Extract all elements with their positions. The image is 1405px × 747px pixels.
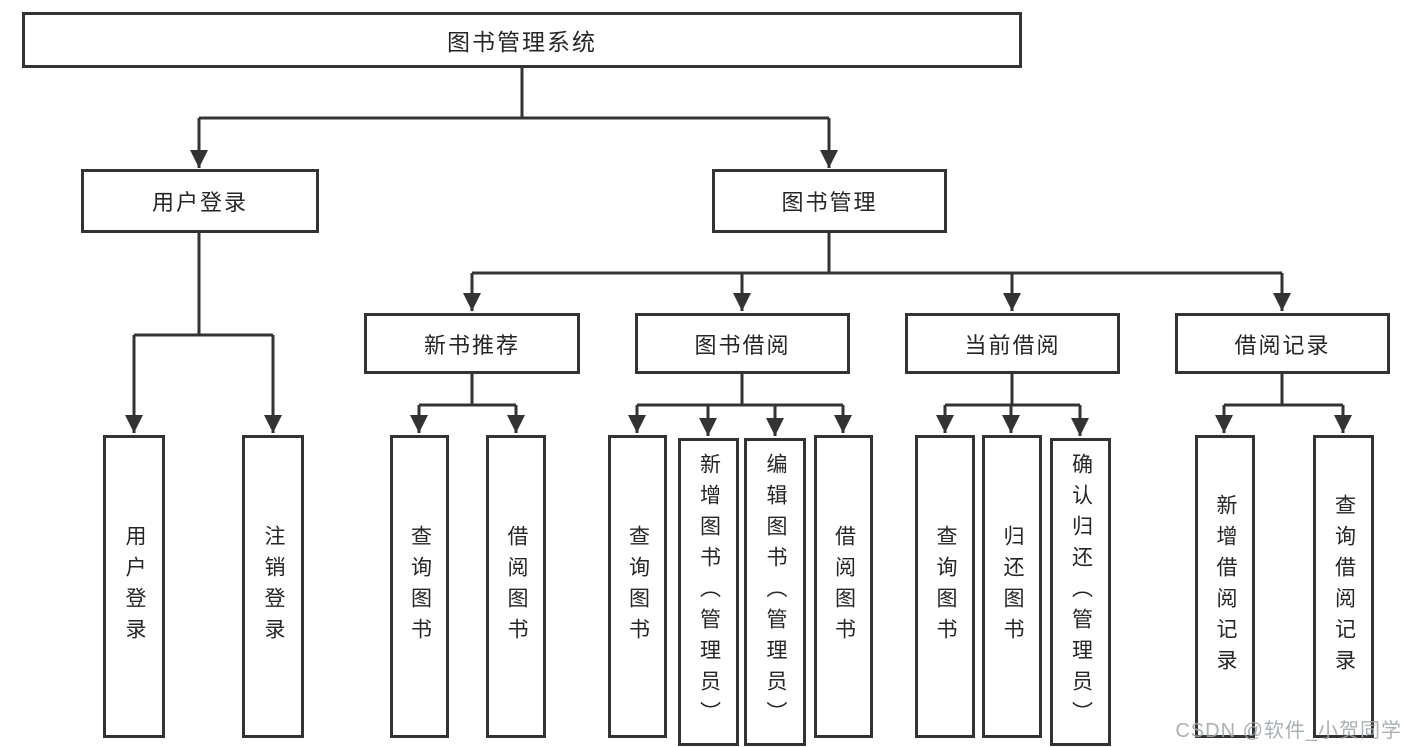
node-add-book-admin: 新增图书（管理员） [678,438,739,746]
node-label: 用户登录 [123,524,146,649]
node-label: 查询图书 [626,524,650,649]
node-label: 确认归还（管理员） [1069,452,1093,732]
node-logout: 注销登录 [242,435,304,738]
node-book-management: 图书管理 [712,169,947,233]
csdn-watermark: CSDN @软件_小贺同学 [1175,720,1402,742]
node-label: 借阅图书 [505,524,528,649]
node-borrowing-records: 借阅记录 [1175,313,1390,374]
node-add-borrow-record: 新增借阅记录 [1195,435,1255,738]
node-user-login-action: 用户登录 [103,435,165,738]
node-label: 查询图书 [934,524,957,649]
node-borrow-books-recommend: 借阅图书 [486,435,546,738]
node-label: 归还图书 [1001,524,1024,649]
node-label: 新增图书（管理员） [697,452,721,732]
node-label: 注销登录 [262,524,285,649]
node-new-book-recommend: 新书推荐 [364,313,580,374]
node-label: 查询图书 [408,524,432,649]
node-borrow-books-borrowing: 借阅图书 [814,435,873,738]
node-label: 编辑图书（管理员） [764,452,787,732]
node-edit-book-admin: 编辑图书（管理员） [744,438,806,746]
node-query-books-current: 查询图书 [915,435,975,738]
node-label: 借阅图书 [832,524,856,649]
node-query-books-borrowing: 查询图书 [608,435,667,738]
node-library-management-system: 图书管理系统 [22,12,1022,68]
node-query-books-recommend: 查询图书 [390,435,449,738]
node-label: 新增借阅记录 [1214,493,1237,680]
node-return-book: 归还图书 [982,435,1042,738]
node-book-borrowing: 图书借阅 [635,313,850,374]
node-query-borrow-record: 查询借阅记录 [1313,435,1374,738]
node-confirm-return-admin: 确认归还（管理员） [1050,438,1111,746]
node-label: 查询借阅记录 [1332,493,1356,680]
node-user-login: 用户登录 [81,169,319,233]
node-current-borrowing: 当前借阅 [905,313,1120,374]
